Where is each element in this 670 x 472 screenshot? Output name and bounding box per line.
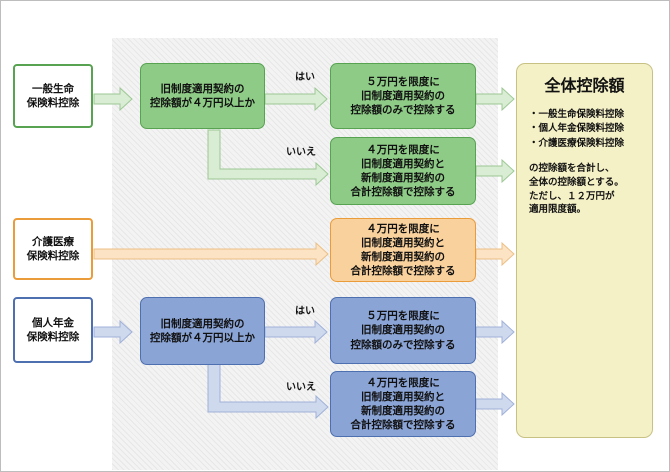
life-insurance-source-box: 一般生命 保険料控除 [13, 64, 93, 128]
pension-yes-label: はい [295, 306, 315, 317]
total-deduction-note: の控除額を合計し、 全体の控除額とする。 ただし、１２万円が 適用限度額。 [529, 163, 624, 216]
life-no-arrow [207, 129, 329, 187]
total-item-care: ・介護医療保険料控除 [529, 137, 625, 149]
life-decision-box: 旧制度適用契約の 控除額が４万円以上か [140, 63, 265, 129]
pension-arrows [93, 319, 515, 420]
life-yes-result-box: ５万円を限度に 旧制度適用契約の 控除額のみで控除する [330, 63, 476, 129]
life-yes-arrow [264, 86, 328, 112]
pension-decision-box: 旧制度適用契約の 控除額が４万円以上か [140, 297, 265, 365]
life-yes-label: はい [295, 72, 315, 83]
total-deduction-title: 全体控除額 [544, 76, 625, 95]
total-deduction-list: ・一般生命保険料控除 ・個人年金保険料控除 ・介護医療保険料控除 [529, 108, 624, 151]
total-deduction-box: 全体控除額 ・一般生命保険料控除 ・個人年金保険料控除 ・介護医療保険料控除 の… [516, 63, 653, 438]
care-insurance-source-box: 介護医療 保険料控除 [13, 218, 93, 280]
pension-yes-arrow [264, 319, 328, 345]
care-result-box: ４万円を限度に 旧制度適用契約と 新制度適用契約の 合計控除額で控除する [330, 218, 476, 282]
life-no-result-box: ４万円を限度に 旧制度適用契約と 新制度適用契約の 合計控除額で控除する [330, 137, 476, 205]
care-to-result-arrow [93, 241, 329, 267]
pension-no-to-total-arrow [475, 391, 515, 417]
care-arrows [93, 241, 515, 267]
total-item-life: ・一般生命保険料控除 [529, 109, 625, 120]
life-yes-to-total-arrow [475, 86, 515, 112]
life-to-decision-arrow [93, 86, 133, 112]
life-no-to-total-arrow [475, 158, 515, 184]
pension-yes-result-box: ５万円を限度に 旧制度適用契約の 控除額のみで控除する [330, 297, 476, 364]
life-arrows [93, 86, 515, 187]
pension-to-decision-arrow [93, 319, 133, 345]
pension-no-label: いいえ [286, 382, 316, 393]
pension-yes-to-total-arrow [475, 319, 515, 345]
pension-insurance-source-box: 個人年金 保険料控除 [13, 297, 93, 363]
life-no-label: いいえ [286, 147, 316, 158]
pension-no-arrow [207, 363, 329, 420]
total-item-pension: ・個人年金保険料控除 [529, 123, 625, 135]
care-to-total-arrow [475, 241, 515, 267]
pension-no-result-box: ４万円を限度に 旧制度適用契約と 新制度適用契約の 合計控除額で控除する [330, 371, 476, 437]
